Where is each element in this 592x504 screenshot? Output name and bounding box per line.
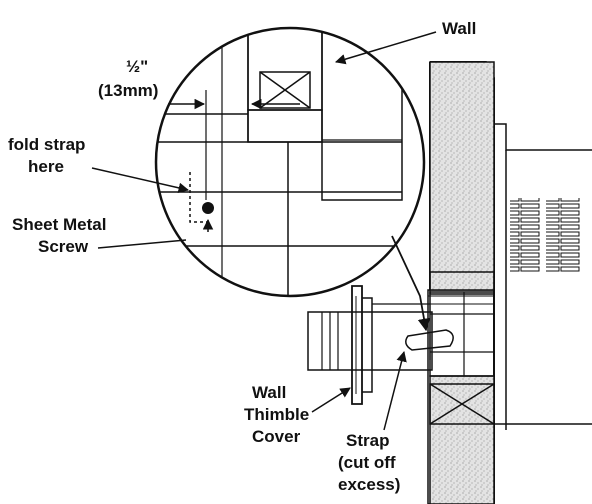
svg-text:Sheet Metal: Sheet Metal <box>12 215 106 234</box>
svg-text:(13mm): (13mm) <box>98 81 158 100</box>
appliance-grille-left <box>510 198 540 272</box>
sheet-metal-screw-dot <box>202 202 214 214</box>
label-wall: Wall <box>334 19 476 65</box>
vent-pipe <box>307 311 433 371</box>
framing-block-lower <box>429 383 495 425</box>
svg-text:here: here <box>28 157 64 176</box>
svg-text:Cover: Cover <box>252 427 301 446</box>
svg-text:fold strap: fold strap <box>8 135 85 154</box>
label-wall-thimble-cover: Wall Thimble Cover <box>244 383 351 446</box>
svg-text:Wall: Wall <box>442 19 476 38</box>
svg-text:Strap: Strap <box>346 431 389 450</box>
detail-magnifier <box>154 26 426 298</box>
svg-text:½": ½" <box>126 57 148 76</box>
svg-text:excess): excess) <box>338 475 400 494</box>
svg-text:Screw: Screw <box>38 237 89 256</box>
label-strap: Strap (cut off excess) <box>338 350 407 494</box>
wall-thimble-cover <box>351 285 430 405</box>
wall-section <box>427 61 592 504</box>
strap <box>405 329 454 360</box>
framing-block-upper <box>429 271 495 295</box>
svg-text:Thimble: Thimble <box>244 405 309 424</box>
svg-text:(cut off: (cut off <box>338 453 396 472</box>
label-sheet-metal-screw: Sheet Metal Screw <box>12 215 187 256</box>
appliance-grille-right <box>546 198 580 272</box>
label-dimension: ½" (13mm) <box>98 57 158 100</box>
svg-text:Wall: Wall <box>252 383 286 402</box>
label-fold-strap: fold strap here <box>8 135 190 194</box>
